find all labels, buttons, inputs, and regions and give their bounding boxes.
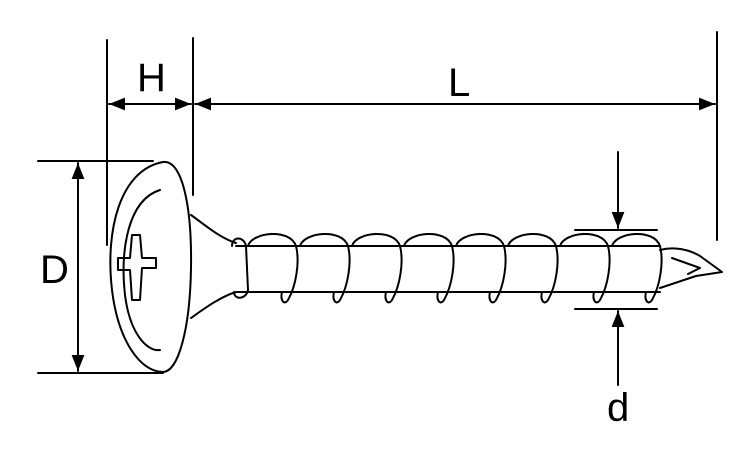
label-head-height: H xyxy=(137,56,166,100)
thread-group xyxy=(231,232,663,304)
label-head-diameter: D xyxy=(40,248,69,292)
head-underside-lower xyxy=(190,291,237,319)
phillips-recess xyxy=(117,234,157,301)
screw-head-inner-rim xyxy=(122,189,161,352)
screw-head-outer xyxy=(109,160,193,373)
screw-tip-groove xyxy=(671,257,701,275)
label-length: L xyxy=(448,61,471,105)
label-thread-diameter: d xyxy=(607,386,630,430)
screw-tip xyxy=(659,247,723,289)
head-underside xyxy=(190,214,237,244)
